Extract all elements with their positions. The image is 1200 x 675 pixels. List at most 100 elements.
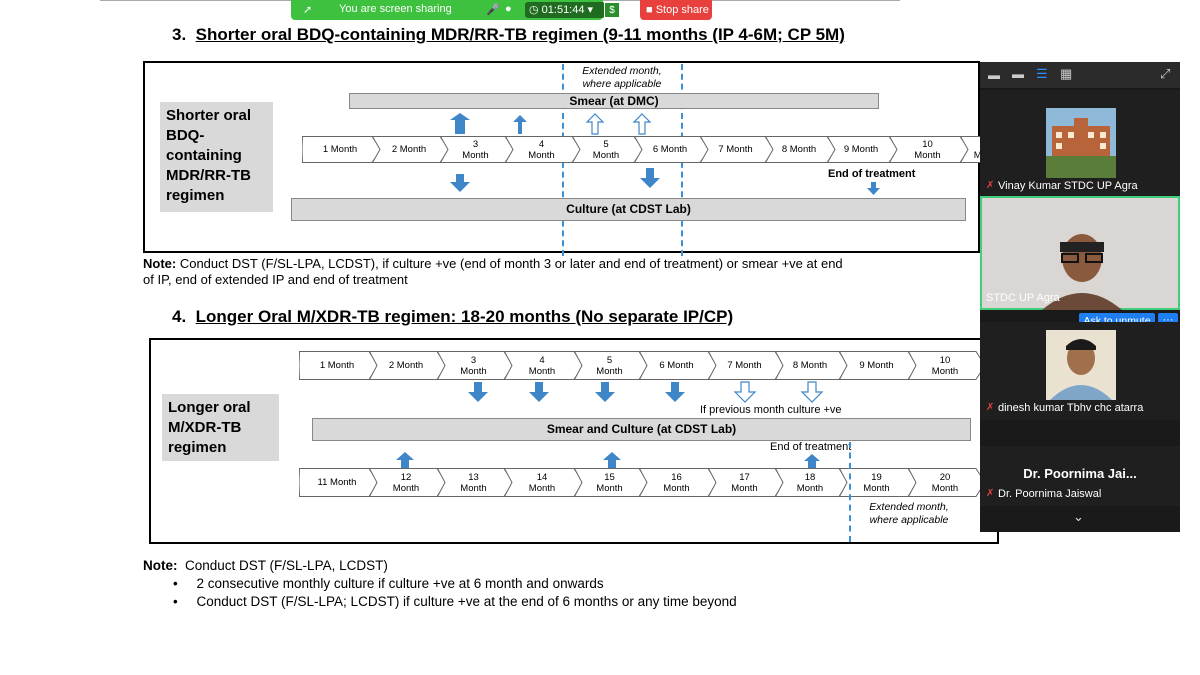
section3-note: Note: Conduct DST (F/SL-LPA, LCDST), if … [143,256,983,288]
section4-label: Longer oral M/XDR-TB regimen [162,394,279,461]
participant-tile[interactable]: ✗dinesh kumar Tbhv chc atarra [980,322,1180,420]
participant-name: Dr. Poornima Jaiswal [998,488,1102,500]
month-label: 19 Month [863,471,890,494]
month-label: 1 Month [322,144,358,155]
label-line: M/XDR-TB [168,419,242,436]
month-label: 17 Month [731,471,758,494]
section3-arrows [450,113,880,195]
month-label: 6 Month [652,144,688,155]
smear-culture-bar: Smear and Culture (at CDST Lab) [312,418,971,441]
participant-tile[interactable]: ✗Vinay Kumar STDC UP Agra [980,90,1180,196]
month-label: 8 Month [781,144,817,155]
label-line: containing [166,147,242,164]
share-status-text: You are screen sharing [339,3,452,15]
bullet: • [173,576,178,591]
label-line: MDR/RR-TB [166,167,251,184]
note-label: Note: [143,558,178,573]
participant-display-name: Dr. Poornima Jai... [1023,466,1137,481]
up-arrow [396,452,414,468]
month-label: 12 Month [392,471,420,494]
month-label: 18 Month [796,471,824,494]
down-arrow [529,382,549,402]
section4-number: 4. [172,307,187,326]
down-arrow [450,174,470,192]
hollow-down-arrow [733,381,757,403]
mic-muted-icon: ✗ [986,488,995,499]
down-arrow [665,382,685,402]
stop-share-button[interactable]: ■ Stop share [640,0,712,20]
month-label: 7 Month [727,360,762,371]
up-arrow [603,452,621,468]
chevron-down-icon[interactable]: ⌄ [1073,509,1084,524]
end-of-treatment-3: End of treatment [828,168,916,180]
smear-bar: Smear (at DMC) [349,93,879,109]
month-label: 4 Month [528,354,556,377]
note-line: where applicable [869,514,949,526]
month-label: 13 Month [460,471,487,494]
month-label: 15 Month [596,471,623,494]
mic-muted-icon: ✗ [986,180,995,191]
participant-name: dinesh kumar Tbhv chc atarra [998,402,1144,414]
meeting-timer[interactable]: ◷ 01:51:44 ▾ [525,2,605,18]
bullet-text: Conduct DST (F/SL-LPA; LCDST) if culture… [196,594,737,609]
section3-title-text: Shorter oral BDQ-containing MDR/RR-TB re… [195,25,845,44]
label-line: regimen [166,187,225,204]
section3-label: Shorter oral BDQ- containing MDR/RR-TB r… [160,102,273,212]
month-label: 10 Month [931,354,959,377]
screen-share-bar: ➚ You are screen sharing 🎤 ● ◷ 01:51:44 … [291,0,605,20]
down-arrow [595,382,615,402]
panel-toolbar: ▬ ▬ ☰ ▦ ⤢ [980,62,1180,88]
month-chevron-shape [908,468,986,497]
month-chevron-shape [908,351,986,380]
hollow-down-arrow [800,381,824,403]
month-label: 2 Month [388,360,424,371]
month-label: 20 Month [931,471,959,494]
stop-share-label: Stop share [655,4,709,16]
month-label: 6 Month [659,360,694,371]
participant-name: STDC UP Agra [986,292,1060,304]
month-label: 2 Month [391,144,427,155]
down-arrow [867,182,880,195]
month-label: 14 Month [528,471,556,494]
section4-title-text: Longer Oral M/XDR-TB regimen: 18-20 mont… [195,307,734,326]
extended-dash-4 [849,442,851,542]
hollow-up-arrow [585,113,605,135]
month-label: 1 Month [319,360,355,371]
month-label: 4 Month [528,138,555,161]
mic-muted-icon[interactable]: 🎤 [486,4,500,16]
note-line: Extended month, [869,501,949,513]
mic-muted-icon: ✗ [986,402,995,413]
note-line: Extended month, [582,65,662,77]
prev-month-note: If previous month culture +ve [700,404,842,416]
speaker-view-icon[interactable]: ▬ [1012,67,1024,81]
strip-view-icon[interactable]: ☰ [1036,66,1048,81]
expand-icon[interactable]: ⤢ [1160,66,1171,81]
bullet: • [173,594,178,609]
up-arrow [450,113,470,134]
speaker-avatar [1042,234,1122,310]
down-arrow [468,382,488,402]
month-label: 5 Month [596,354,623,377]
label-line: Shorter oral [166,107,252,124]
minimize-icon[interactable]: ▬ [988,68,1000,82]
section4-extended-note: Extended month, where applicable [853,501,965,527]
note-text: Conduct DST (F/SL-LPA, LCDST) [185,558,388,573]
note-label: Note: [143,256,177,271]
month-label: 3 Month [462,138,489,161]
dollar-icon[interactable]: $ [604,2,620,18]
hollow-up-arrow [632,113,652,135]
bottom-note: Note: Conduct DST (F/SL-LPA, LCDST) • 2 … [143,557,963,611]
participant-avatar [1046,330,1116,400]
participant-tile[interactable]: Dr. Poornima Jai... ✗Dr. Poornima Jaiswa… [980,446,1180,506]
note-line: where applicable [582,78,662,90]
participant-tile-active[interactable]: STDC UP Agra [980,196,1180,310]
gallery-view-icon[interactable]: ▦ [1060,66,1073,81]
month-label: 11 Month [317,477,357,488]
month-label: 8 Month [792,360,828,371]
building-avatar [1046,108,1116,178]
month-label: 9 Month [843,144,879,155]
up-arrow [513,115,527,134]
end-of-treatment-4: End of treatment [770,441,852,453]
shield-icon[interactable]: ● [505,3,512,15]
note-text: Conduct DST (F/SL-LPA, LCDST), if cultur… [176,256,843,271]
